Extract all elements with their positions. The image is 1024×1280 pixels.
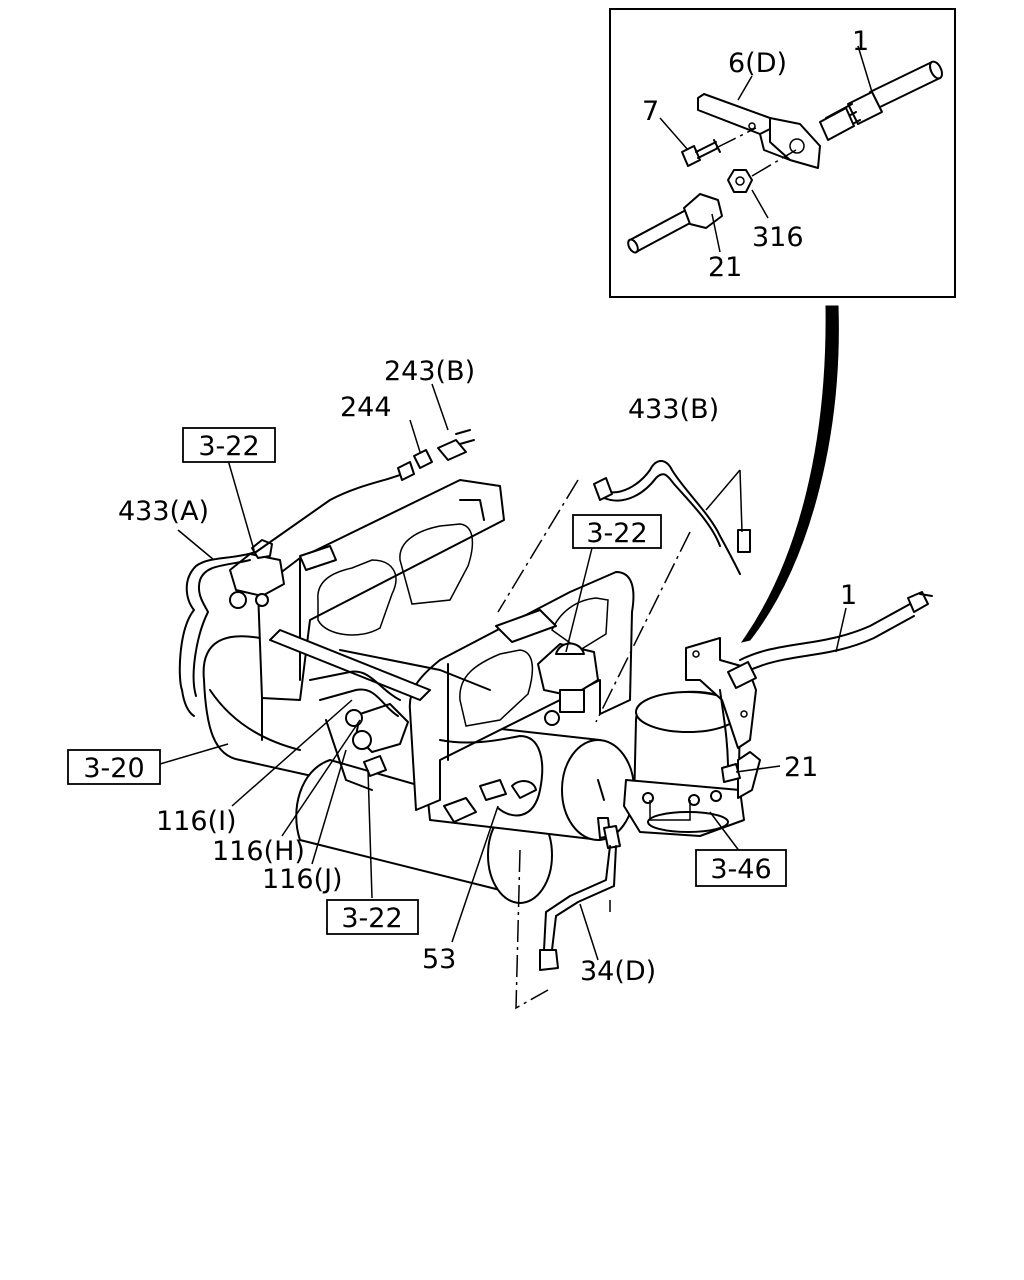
ref-box-3-20: 3-20 — [67, 749, 161, 785]
inset-label-21: 21 — [708, 252, 742, 283]
main-leaders — [159, 383, 847, 961]
label-53: 53 — [422, 944, 456, 975]
inset-label-316: 316 — [752, 222, 804, 253]
ref-box-3-22-center: 3-22 — [572, 514, 662, 549]
svg-text:3-22: 3-22 — [586, 518, 647, 549]
ref-line-bottom — [515, 849, 549, 1010]
left-relay-valve — [229, 539, 337, 609]
fitting-243b-244 — [413, 429, 475, 469]
inset-label-6d: 6(D) — [728, 48, 787, 79]
pipe-433a — [178, 461, 415, 717]
label-21: 21 — [784, 752, 818, 783]
pipes-116 — [309, 649, 544, 817]
ref-box-3-22-bottom: 3-22 — [326, 899, 419, 935]
ref-box-3-46: 3-46 — [695, 849, 787, 887]
svg-text:3-20: 3-20 — [83, 753, 144, 784]
pipe-21 — [719, 689, 741, 783]
svg-text:3-22: 3-22 — [341, 903, 402, 934]
label-1: 1 — [840, 580, 857, 611]
ref-line-right — [595, 531, 691, 723]
label-116h: 116(H) — [212, 836, 305, 867]
bracket-6d — [697, 93, 821, 169]
left-frame-bracket — [257, 479, 505, 701]
air-tank-assembly — [178, 460, 933, 1010]
label-116j: 116(J) — [262, 864, 343, 895]
label-34d: 34(D) — [580, 956, 656, 987]
svg-text:3-46: 3-46 — [710, 854, 771, 885]
air-hose-1 — [727, 591, 933, 689]
label-433a: 433(A) — [118, 496, 209, 527]
label-244: 244 — [340, 392, 392, 423]
label-116i: 116(I) — [156, 806, 237, 837]
crossmember — [269, 629, 431, 701]
inset-label-7: 7 — [642, 96, 659, 127]
right-relay-valve — [495, 609, 599, 726]
ref-box-3-22-top: 3-22 — [182, 427, 276, 463]
inset-label-1: 1 — [852, 26, 869, 57]
bolt-7 — [681, 127, 757, 167]
nut-316 — [727, 149, 797, 193]
pipe-34d — [539, 825, 621, 971]
svg-text:3-22: 3-22 — [198, 431, 259, 462]
detail-inset: 1 6(D) 7 316 21 — [609, 8, 956, 298]
label-243b: 243(B) — [384, 356, 475, 387]
hose-fitting-1 — [819, 60, 943, 141]
ref-line-top — [497, 479, 579, 613]
pipe-433b — [593, 460, 751, 575]
air-dryer — [623, 690, 761, 837]
center-valve-cluster — [345, 703, 537, 823]
inset-pointer-curve — [740, 305, 839, 643]
label-433b: 433(B) — [628, 394, 719, 425]
